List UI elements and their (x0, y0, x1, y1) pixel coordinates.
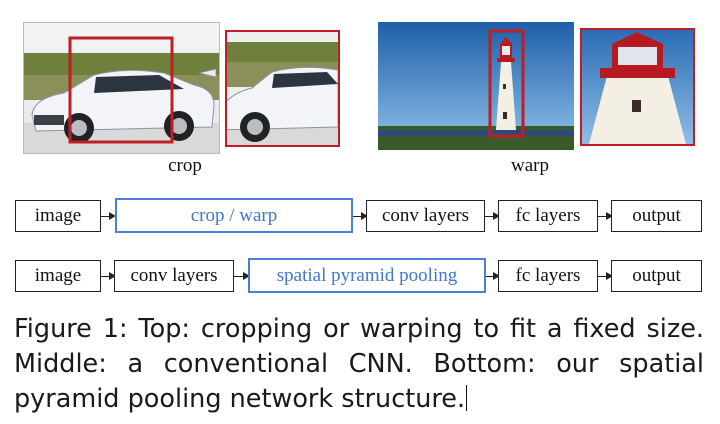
mid-fc-layers-box: fc layers (498, 200, 598, 232)
mid-arrow-2 (353, 212, 368, 220)
bottom-fc-layers-box: fc layers (498, 260, 598, 292)
mid-arrow-1 (101, 212, 116, 220)
mid-crop-warp-box: crop / warp (115, 198, 353, 233)
bottom-output-box: output (611, 260, 702, 292)
warp-label: warp (511, 155, 549, 176)
bottom-arrow-2 (234, 272, 250, 280)
mid-arrow-3 (485, 212, 500, 220)
cropped-car-photo (225, 30, 340, 147)
bottom-conv-layers-box: conv layers (114, 260, 234, 292)
mid-arrow-4 (598, 212, 613, 220)
lighthouse-photo (378, 22, 574, 150)
bottom-arrow-4 (598, 272, 613, 280)
car-photo (23, 22, 220, 154)
figure-caption: Figure 1: Top: cropping or warping to fi… (14, 312, 704, 417)
text-cursor (466, 385, 468, 411)
bottom-arrow-3 (486, 272, 500, 280)
warped-lighthouse-photo (580, 28, 695, 146)
mid-conv-layers-box: conv layers (366, 200, 485, 232)
mid-image-box: image (15, 200, 101, 232)
crop-label: crop (168, 155, 202, 176)
mid-output-box: output (611, 200, 702, 232)
figure-caption-text: Figure 1: Top: cropping or warping to fi… (14, 314, 704, 414)
bottom-image-box: image (15, 260, 101, 292)
bottom-arrow-1 (101, 272, 116, 280)
bottom-spp-box: spatial pyramid pooling (248, 258, 486, 293)
